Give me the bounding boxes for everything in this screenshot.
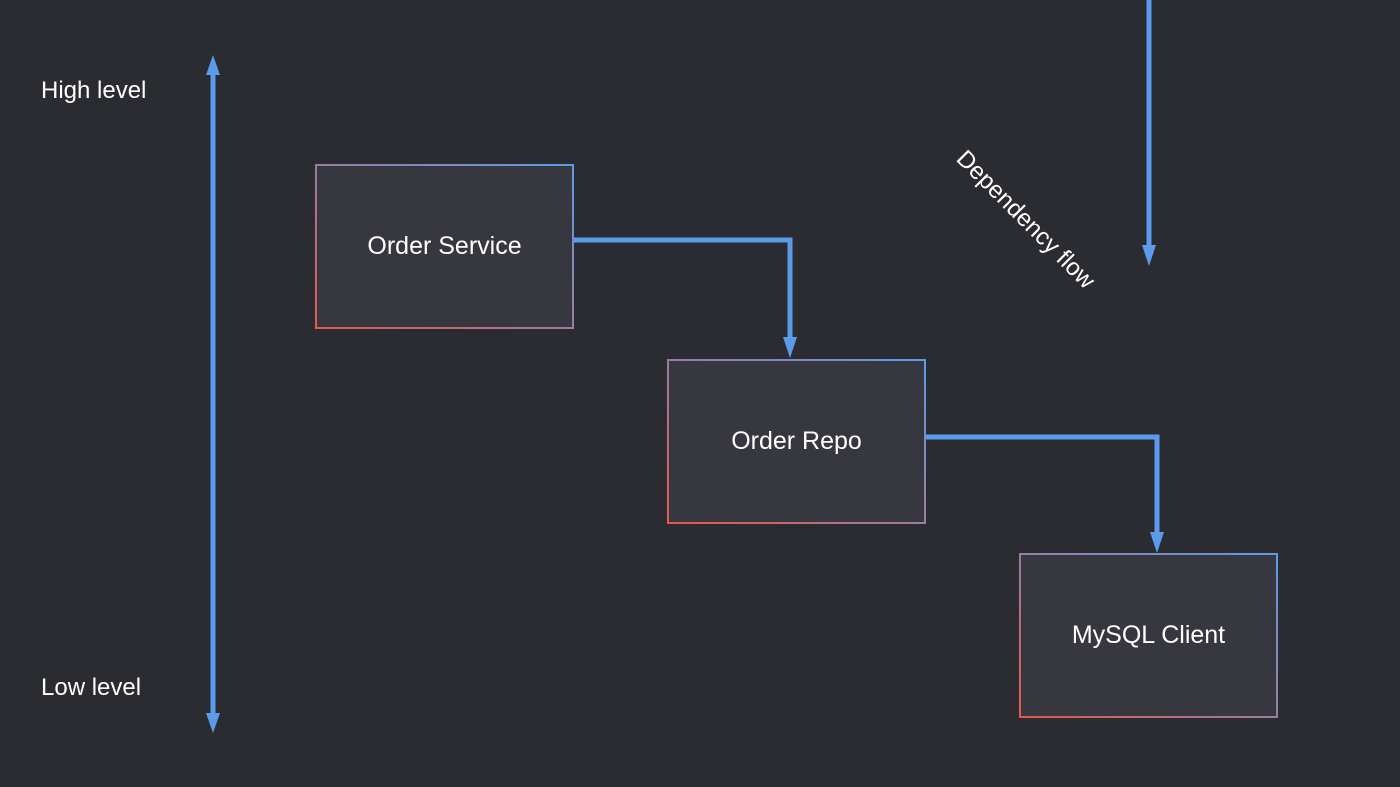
mysql-client-label: MySQL Client — [1071, 621, 1226, 649]
order-repo-node[interactable]: Order Repo — [667, 359, 926, 524]
order-repo-label: Order Repo — [731, 427, 862, 455]
dependency-flow-arrow — [1142, 0, 1156, 266]
low-level-label: Low level — [41, 674, 142, 701]
connector-repo-to-mysql — [926, 434, 1164, 553]
connector-service-to-repo — [574, 237, 797, 358]
high-level-label: High level — [41, 77, 147, 104]
order-service-node-body: Order Service — [317, 166, 572, 327]
mysql-client-node[interactable]: MySQL Client — [1019, 553, 1278, 718]
order-service-node[interactable]: Order Service — [315, 164, 574, 329]
order-service-label: Order Service — [367, 232, 522, 260]
order-repo-node-body: Order Repo — [669, 361, 924, 522]
level-axis-arrow — [206, 55, 220, 733]
mysql-client-node-body: MySQL Client — [1021, 555, 1276, 716]
